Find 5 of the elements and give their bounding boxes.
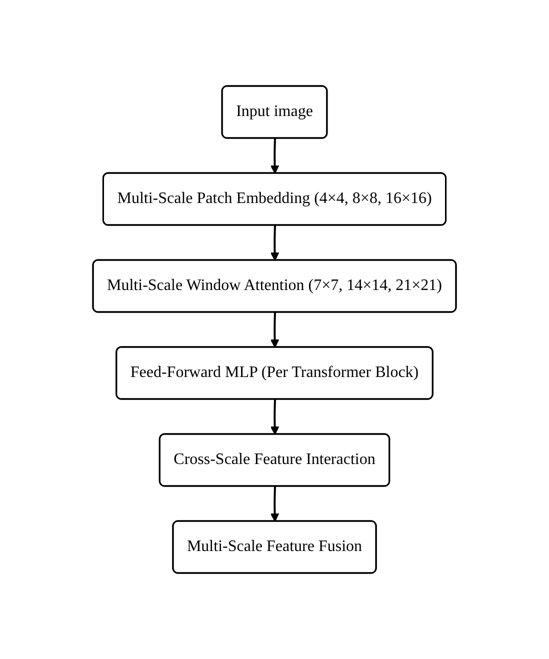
arrow (270, 312, 280, 348)
arrow (270, 138, 280, 174)
arrow (270, 225, 280, 261)
arrow (270, 486, 280, 522)
arrow (270, 399, 280, 435)
